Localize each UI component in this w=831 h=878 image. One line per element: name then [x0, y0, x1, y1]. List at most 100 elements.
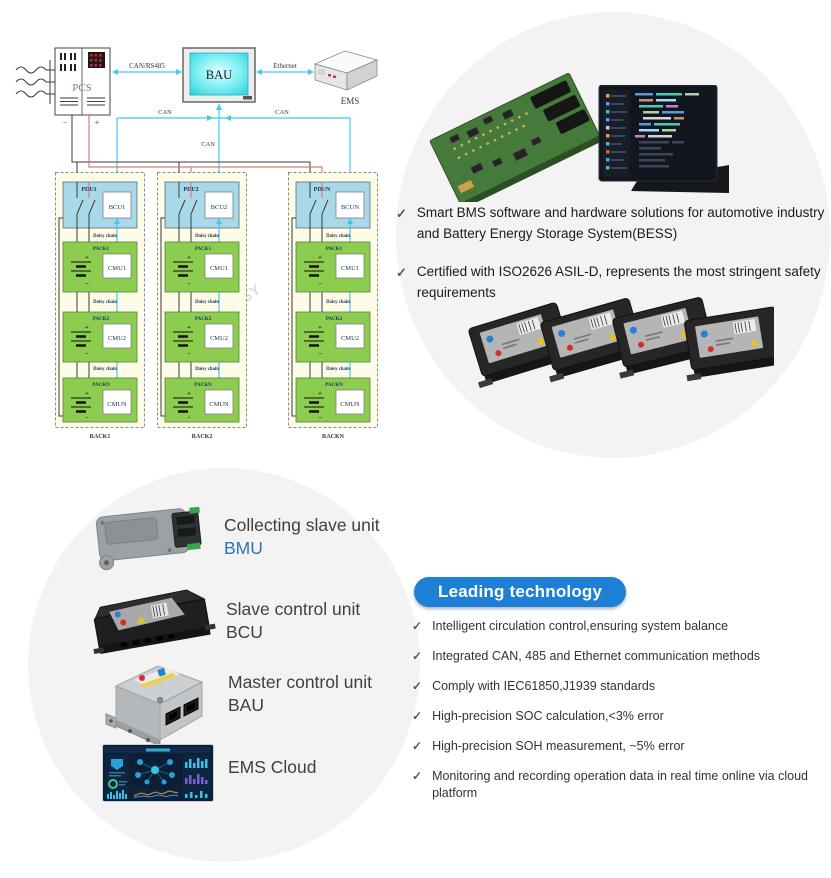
bau-photo: [105, 665, 204, 747]
network-icon: [135, 759, 175, 785]
product-code: BCU: [226, 622, 263, 642]
can-label-mid: CAN: [201, 141, 215, 148]
check-icon: ✓: [396, 206, 407, 221]
pack-module: PACKN + − CMUN: [62, 377, 138, 423]
pcs-display-icon: [88, 52, 105, 68]
battery-minus: −: [318, 281, 322, 288]
transformer-icon: [15, 60, 55, 104]
daisy-chain-label: Daisy chain: [326, 367, 350, 372]
feature-text: High-precision SOC calculation,<3% error: [432, 709, 664, 723]
feature-item: ✓ Comply with IEC61850,J1939 standards: [412, 678, 831, 695]
breaker-icon: [178, 182, 198, 228]
battery-plus: +: [318, 254, 322, 261]
bmu-photo: [95, 506, 202, 571]
battery-icon: [71, 261, 91, 277]
intro-bullet-list: ✓ Smart BMS software and hardware soluti…: [396, 202, 831, 320]
battery-minus: −: [187, 281, 191, 288]
battery-icon: [71, 331, 91, 347]
battery-minus: −: [187, 351, 191, 358]
battery-icon: [173, 397, 193, 413]
battery-plus: +: [318, 390, 322, 397]
daisy-chain-label: Daisy chain: [326, 300, 350, 305]
intro-bullet: ✓ Smart BMS software and hardware soluti…: [396, 202, 831, 244]
product-label-bau: Master control unit BAU: [228, 671, 372, 717]
product-title: Collecting slave unit: [224, 515, 380, 535]
daisy-chain-label: Daisy chain: [195, 234, 219, 239]
feature-list: ✓ Intelligent circulation control,ensuri…: [412, 618, 831, 815]
can-rs485-link: CAN/RS485: [112, 62, 182, 75]
background-circle-bottom-left: [28, 468, 420, 862]
minus-label: −: [63, 118, 68, 127]
ems-gateway: EMS: [313, 50, 379, 106]
bau-monitor: BAU: [182, 47, 256, 103]
pack-module: PACK1 + − CMU1: [62, 241, 138, 293]
pack-module: PACK2 + − CMU2: [62, 311, 138, 363]
battery-plus: +: [187, 254, 191, 261]
can-label-left: CAN: [158, 109, 172, 116]
pack-module: PACKN + − CMUN: [295, 377, 371, 423]
battery-plus: +: [318, 324, 322, 331]
feature-text: Integrated CAN, 485 and Ethernet communi…: [432, 649, 761, 663]
pack-label: PACK1: [195, 247, 212, 252]
battery-icon: [173, 261, 193, 277]
pcb-photo: [429, 73, 603, 202]
daisy-chain-label: Daisy chain: [93, 300, 117, 305]
pack-label: PACK2: [326, 317, 343, 322]
check-icon: ✓: [412, 619, 423, 633]
battery-plus: +: [187, 324, 191, 331]
cmu-label: CMUN: [209, 401, 229, 408]
pack-label: PACKN: [92, 383, 110, 388]
product-title: Slave control unit: [226, 599, 361, 619]
bcu-label: BCU2: [211, 204, 228, 211]
cmu-label: CMU1: [210, 265, 228, 272]
rack-caption: RACK2: [192, 434, 213, 440]
battery-plus: +: [85, 390, 89, 397]
battery-plus: +: [187, 390, 191, 397]
daisy-chain-label: Daisy chain: [195, 300, 219, 305]
feature-item: ✓ Intelligent circulation control,ensuri…: [412, 618, 831, 635]
system-architecture-diagram: PCS BAU EMS CAN/RS485: [15, 47, 379, 440]
ems-dashboard-photo: [102, 744, 214, 802]
bau-label: BAU: [206, 68, 232, 82]
check-icon: ✓: [412, 769, 423, 783]
pack-module: PACK1 + − CMU1: [164, 241, 240, 293]
product-label-ems-cloud: EMS Cloud: [228, 756, 317, 779]
daisy-chain-label: Daisy chain: [195, 367, 219, 372]
pack-module: PACK2 + − CMU2: [164, 311, 240, 363]
feature-text: High-precision SOH measurement, ~5% erro…: [432, 739, 685, 753]
pack-label: PACK1: [326, 247, 343, 252]
pack-module: PACK1 + − CMU1: [295, 241, 371, 293]
breaker-icon: [309, 182, 329, 228]
intro-bullet: ✓ Certified with ISO2626 ASIL-D, represe…: [396, 261, 831, 303]
feature-item: ✓ Integrated CAN, 485 and Ethernet commu…: [412, 648, 831, 665]
ethernet-link: Ethernet: [256, 62, 314, 75]
dc-power-wires: − +: [63, 115, 323, 182]
feature-text: Intelligent circulation control,ensuring…: [432, 619, 729, 633]
daisy-chain-label: Daisy chain: [93, 234, 117, 239]
check-icon: ✓: [412, 739, 423, 753]
code-screen-photo: [598, 85, 729, 193]
cmu-label: CMU2: [341, 335, 359, 342]
product-code: BAU: [228, 695, 264, 715]
plus-label: +: [95, 118, 100, 127]
cmu-label: CMUN: [107, 401, 127, 408]
feature-item: ✓ High-precision SOC calculation,<3% err…: [412, 708, 831, 725]
battery-minus: −: [85, 415, 89, 422]
pack-label: PACK1: [93, 247, 110, 252]
check-icon: ✓: [412, 709, 423, 723]
battery-minus: −: [318, 415, 322, 422]
battery-icon: [173, 331, 193, 347]
cmu-label: CMU2: [108, 335, 126, 342]
pack-label: PACKN: [194, 383, 212, 388]
pack-label: PACK2: [93, 317, 110, 322]
can-bus: CAN CAN CAN: [114, 104, 353, 192]
pack-module: PACK2 + − CMU2: [295, 311, 371, 363]
bcu-label: BCU1: [109, 204, 126, 211]
cmu-label: CMU1: [108, 265, 126, 272]
bcu-label: BCUN: [341, 204, 359, 211]
battery-minus: −: [187, 415, 191, 422]
rack-1: PDU1 BCU1 Daisy chain Daisy chain Daisy …: [55, 172, 145, 440]
breaker-icon: [76, 182, 96, 228]
check-icon: ✓: [396, 265, 407, 280]
